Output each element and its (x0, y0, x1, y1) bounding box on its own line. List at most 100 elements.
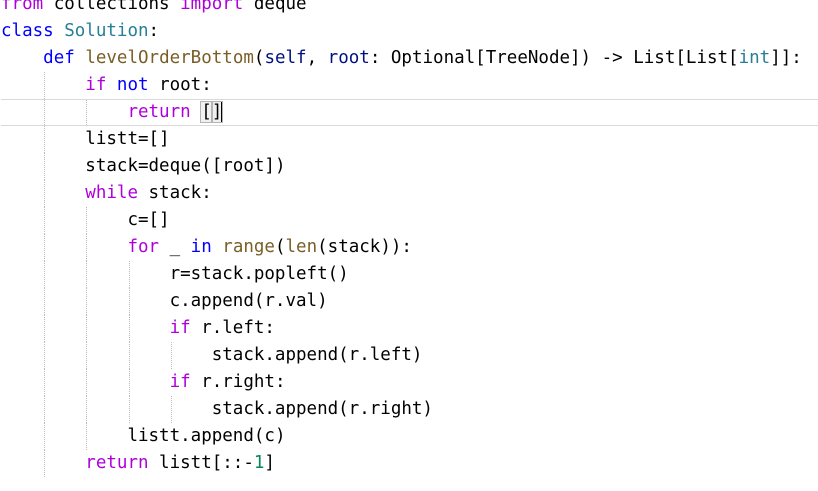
code-line[interactable]: return [] (1, 99, 818, 126)
code-line[interactable]: listt=[] (1, 126, 802, 153)
code-token: if (85, 75, 107, 95)
code-token: root (327, 48, 370, 68)
code-token: return (127, 102, 191, 122)
code-line[interactable]: stack.append(r.right) (1, 396, 802, 423)
code-token: from (1, 0, 44, 14)
code-token (212, 237, 223, 257)
code-token: Solution (64, 21, 149, 41)
indent-whitespace (1, 102, 127, 122)
code-token: ]]: (770, 48, 802, 68)
indent-guide (128, 396, 130, 423)
indent-whitespace (1, 210, 127, 230)
code-line[interactable]: if r.right: (1, 369, 802, 396)
code-line[interactable]: while stack: (1, 180, 802, 207)
indent-guide (43, 100, 45, 125)
code-token: if (169, 318, 191, 338)
code-token: if (169, 372, 191, 392)
code-line[interactable]: c.append(r.val) (1, 288, 802, 315)
indent-guide (43, 72, 45, 99)
code-token: def (43, 48, 75, 68)
code-line[interactable]: for _ in range(len(stack)): (1, 234, 802, 261)
indent-guide (43, 342, 45, 369)
indent-guide (43, 288, 45, 315)
code-line[interactable]: r=stack.popleft() (1, 261, 802, 288)
indent-guide (43, 207, 45, 234)
code-token: listt.append(c) (127, 426, 286, 446)
code-token (75, 48, 86, 68)
code-token: import (180, 0, 244, 14)
indent-guide (86, 369, 88, 396)
indent-guide (43, 369, 45, 396)
code-token: while (85, 183, 138, 203)
indent-guide (86, 207, 88, 234)
code-line[interactable]: if not root: (1, 72, 802, 99)
indent-guide (43, 261, 45, 288)
code-token: int (738, 48, 771, 68)
code-token: , (306, 48, 328, 68)
code-line[interactable]: stack=deque([root]) (1, 153, 802, 180)
code-token: stack.append(r.left) (211, 345, 423, 365)
code-line[interactable]: if r.left: (1, 315, 802, 342)
code-token (54, 21, 65, 41)
code-token: r=stack.popleft() (169, 264, 349, 284)
code-token: (stack)): (317, 237, 412, 257)
code-token: range (222, 237, 275, 257)
indent-guide (43, 180, 45, 207)
indent-guide (171, 396, 173, 423)
indent-guide (128, 261, 130, 288)
code-token: r.left: (190, 318, 275, 338)
indent-guide (86, 423, 88, 450)
indent-guide (86, 342, 88, 369)
code-token: not (116, 75, 149, 95)
indent-guide (43, 234, 45, 261)
code-token: deque (243, 0, 307, 14)
code-line[interactable]: return listt[::-1] (1, 450, 802, 477)
code-token: r.right: (190, 372, 286, 392)
indent-whitespace (1, 237, 127, 257)
code-token: : (148, 21, 160, 41)
code-token: [ (200, 101, 213, 123)
indent-guide (86, 261, 88, 288)
code-token: levelOrderBottom (85, 48, 254, 68)
text-caret (221, 102, 224, 122)
code-token: stack=deque([root]) (85, 156, 286, 176)
code-token: c=[] (127, 210, 170, 230)
code-token: c.append(r.val) (169, 291, 328, 311)
code-token: ] (210, 101, 224, 123)
indent-guide (43, 450, 45, 477)
indent-whitespace (1, 345, 212, 365)
code-token: collections (43, 0, 181, 14)
code-token: listt=[] (85, 129, 170, 149)
code-line[interactable]: listt.append(c) (1, 423, 802, 450)
indent-guide (43, 153, 45, 180)
code-token: : Optional[TreeNode]) -> List[List[ (369, 48, 739, 68)
code-token: _ (159, 237, 191, 257)
code-line[interactable]: def levelOrderBottom(self, root: Optiona… (1, 45, 802, 72)
indent-guide (43, 126, 45, 153)
code-token: stack: (137, 183, 212, 203)
indent-guide (171, 342, 173, 369)
code-token: for (127, 237, 160, 257)
indent-guide (86, 396, 88, 423)
code-line[interactable]: stack.append(r.left) (1, 342, 802, 369)
indent-whitespace (1, 426, 127, 446)
indent-guide (43, 315, 45, 342)
code-line[interactable]: from collections import deque (1, 0, 802, 18)
indent-guide (86, 315, 88, 342)
indent-whitespace (1, 399, 212, 419)
code-token: 1 (253, 453, 265, 473)
indent-guide (128, 369, 130, 396)
code-line[interactable]: class Solution: (1, 18, 802, 45)
code-token (191, 102, 202, 122)
code-token: root: (148, 75, 212, 95)
indent-guide (128, 342, 130, 369)
code-token: class (1, 21, 54, 41)
code-line[interactable]: c=[] (1, 207, 802, 234)
indent-guide (43, 396, 45, 423)
code-token: ] (264, 453, 275, 473)
code-token: stack.append(r.right) (211, 399, 433, 419)
code-token: ( (253, 48, 265, 68)
code-token: ( (274, 237, 286, 257)
